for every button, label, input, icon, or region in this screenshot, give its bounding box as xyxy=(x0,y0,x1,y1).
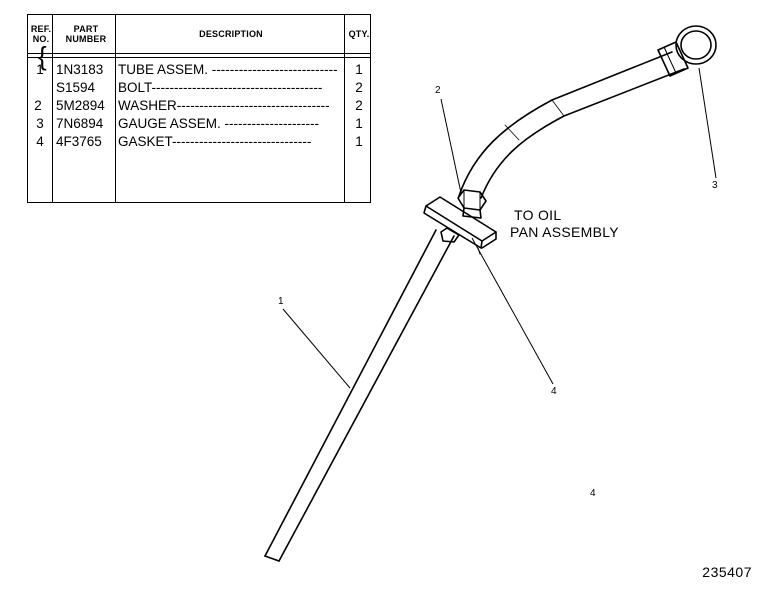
row-part-number: 1N3183 xyxy=(56,62,104,77)
row-qty: 1 xyxy=(355,134,363,149)
leader-line-2 xyxy=(440,98,462,194)
row-ref: 1 xyxy=(36,62,44,77)
bolt-nut xyxy=(457,189,487,219)
tube-straight-section xyxy=(264,229,455,562)
row-description: TUBE ASSEM. ---------------------------- xyxy=(118,61,342,79)
table-row: 1 1N3183 TUBE ASSEM. -------------------… xyxy=(28,61,370,79)
callout-4: 4 xyxy=(551,386,557,397)
table-row: S1594 BOLT------------------------------… xyxy=(28,79,370,97)
row-description-text: GAUGE ASSEM. xyxy=(118,116,221,131)
tube-collar xyxy=(440,227,460,243)
tube-bent-section xyxy=(458,51,685,199)
leader-line-4 xyxy=(471,237,554,385)
ref-group-brace: { xyxy=(38,41,47,71)
leader-line-1 xyxy=(282,308,351,389)
header-part-number: PART NUMBER xyxy=(65,24,107,44)
row-description: GAUGE ASSEM. --------------------- xyxy=(118,115,342,133)
callout-1: 1 xyxy=(278,296,284,307)
row-description-text: WASHER xyxy=(118,98,177,113)
row-leader: ---------------------------------- xyxy=(176,98,330,113)
row-description: WASHER---------------------------------- xyxy=(118,97,342,115)
row-part-number: 5M2894 xyxy=(56,98,105,113)
row-ref: 4 xyxy=(36,134,44,149)
row-leader: ---------------------------- xyxy=(208,62,338,77)
callout-4-secondary: 4 xyxy=(590,488,596,499)
table-header: REF. NO. PART NUMBER DESCRIPTION QTY. xyxy=(28,15,370,54)
tube-end-fitting xyxy=(657,41,689,77)
header-description: DESCRIPTION xyxy=(199,29,263,39)
row-part-number: S1594 xyxy=(56,80,96,95)
row-description-text: TUBE ASSEM. xyxy=(118,62,209,77)
row-leader: -------------------------------------- xyxy=(151,80,323,95)
row-part-number: 4F3765 xyxy=(56,134,102,149)
table-rows: 1 1N3183 TUBE ASSEM. -------------------… xyxy=(28,61,370,151)
row-description: BOLT------------------------------------… xyxy=(118,79,342,97)
header-qty: QTY. xyxy=(348,29,370,39)
row-qty: 1 xyxy=(355,62,363,77)
table-row: 4 4F3765 GASKET-------------------------… xyxy=(28,133,370,151)
table-row: 2 5M2894 WASHER-------------------------… xyxy=(28,97,370,115)
header-ref-no: REF. NO. xyxy=(30,24,52,44)
table-row: 3 7N6894 GAUGE ASSEM. ------------------… xyxy=(28,115,370,133)
row-qty: 2 xyxy=(355,98,363,113)
leader-line-3 xyxy=(698,67,717,179)
row-description-text: GASKET xyxy=(118,134,173,149)
note-line-1: TO OIL xyxy=(514,207,562,223)
drawing-number: 235407 xyxy=(702,564,752,580)
callout-3: 3 xyxy=(712,180,718,191)
row-ref: 3 xyxy=(36,116,44,131)
column-divider xyxy=(115,15,116,202)
row-description-text: BOLT xyxy=(118,80,152,95)
row-leader: ------------------------------- xyxy=(172,134,312,149)
row-qty: 2 xyxy=(355,80,363,95)
row-leader: --------------------- xyxy=(220,116,319,131)
column-divider xyxy=(52,15,53,202)
row-ref: 2 xyxy=(34,98,42,113)
column-divider xyxy=(344,15,345,202)
gauge-ring xyxy=(675,25,717,65)
row-part-number: 7N6894 xyxy=(56,116,104,131)
callout-2: 2 xyxy=(435,85,441,96)
row-description: GASKET------------------------------- xyxy=(118,133,342,151)
parts-list-table: REF. NO. PART NUMBER DESCRIPTION QTY. { … xyxy=(27,14,371,203)
header-divider xyxy=(28,53,370,58)
row-qty: 1 xyxy=(355,116,363,131)
note-line-2: PAN ASSEMBLY xyxy=(510,224,619,240)
mounting-flange xyxy=(423,196,497,255)
